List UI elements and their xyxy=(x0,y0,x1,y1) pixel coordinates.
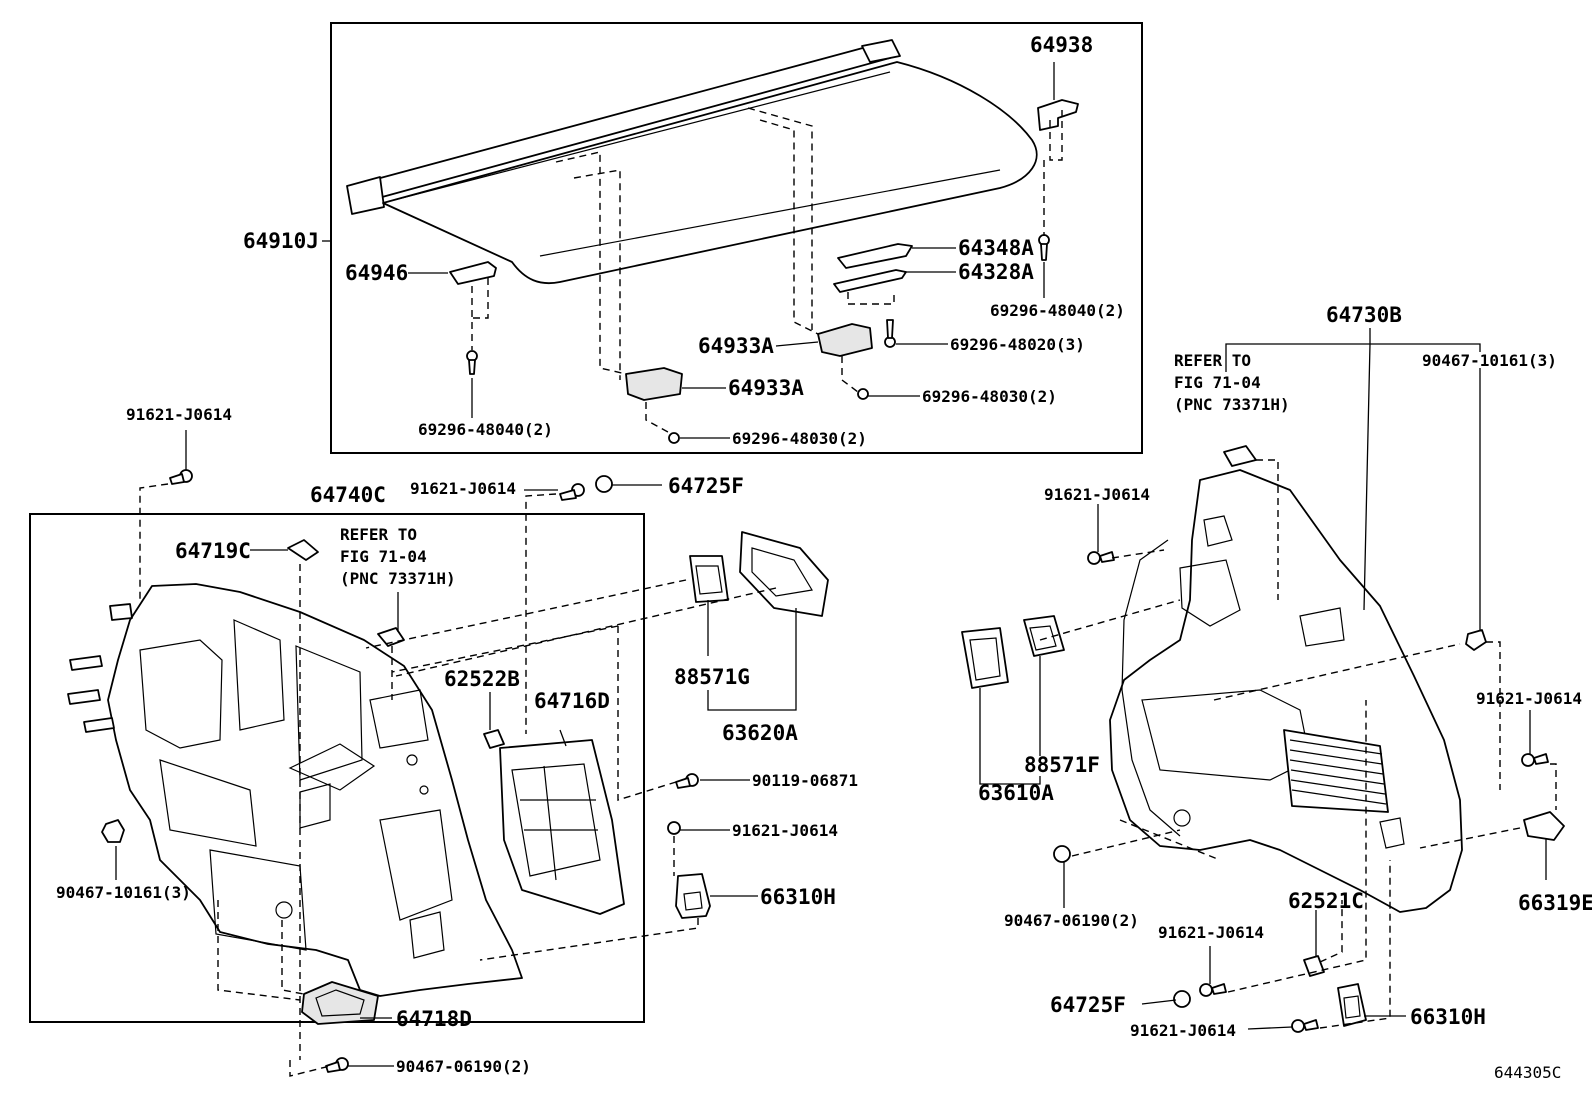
label-91621-J0614-r2: 91621-J0614 xyxy=(1476,689,1582,708)
tonneau-cover-group-frame xyxy=(330,22,1143,454)
label-90467-10161-right: 90467-10161(3) xyxy=(1422,351,1557,370)
lamp-housing-63620A xyxy=(739,531,829,617)
label-62522B: 62522B xyxy=(444,667,520,691)
bracket-64946 xyxy=(449,261,497,285)
holder-64933A-lower xyxy=(625,367,683,401)
clip-icon xyxy=(101,469,699,1073)
label-64725F-bottom: 64725F xyxy=(1050,993,1126,1017)
hook-66310H-left xyxy=(675,873,711,919)
label-63610A: 63610A xyxy=(978,781,1054,805)
clip-icon xyxy=(1053,551,1549,1033)
label-64718D: 64718D xyxy=(396,1007,472,1031)
label-69296-48040-left: 69296-48040(2) xyxy=(418,420,553,439)
label-88571F: 88571F xyxy=(1024,753,1100,777)
label-69296-48030-lower: 69296-48030(2) xyxy=(732,429,867,448)
label-69296-48040-right: 69296-48040(2) xyxy=(990,301,1125,320)
label-64348A: 64348A xyxy=(958,236,1034,260)
label-64740C: 64740C xyxy=(310,483,386,507)
pad-62521C xyxy=(1303,955,1325,977)
label-64910J: 64910J xyxy=(243,229,319,253)
figure-code: 644305C xyxy=(1494,1063,1561,1082)
refer-left-line3: (PNC 73371H) xyxy=(340,569,456,588)
tonneau-cover-64910J xyxy=(346,39,1038,284)
refer-right-line2: FIG 71-04 xyxy=(1174,373,1261,392)
pad-62522B xyxy=(483,729,505,749)
label-64719C: 64719C xyxy=(175,539,251,563)
quarter-trim-panel-64740C xyxy=(67,583,523,997)
label-90119-06871: 90119-06871 xyxy=(752,771,858,790)
hook-64938 xyxy=(1037,99,1079,131)
label-90467-06190-bottomleft: 90467-06190(2) xyxy=(396,1057,531,1076)
label-64938: 64938 xyxy=(1030,33,1093,57)
label-63620A: 63620A xyxy=(722,721,798,745)
refer-right-line1: REFER TO xyxy=(1174,351,1251,370)
label-90467-06190-right: 90467-06190(2) xyxy=(1004,911,1139,930)
label-91621-J0614-r4: 91621-J0614 xyxy=(1130,1021,1236,1040)
cover-64716D xyxy=(499,739,625,915)
holder-64933A-upper xyxy=(817,323,873,357)
hook-66310H-right xyxy=(1337,983,1367,1027)
label-64946: 64946 xyxy=(345,261,408,285)
refer-left-line1: REFER TO xyxy=(340,525,417,544)
strip-64348A xyxy=(837,243,913,269)
bracket-64719C xyxy=(287,539,319,561)
label-64730B: 64730B xyxy=(1326,303,1402,327)
label-66310H-mid: 66310H xyxy=(760,885,836,909)
label-91621-J0614-r1: 91621-J0614 xyxy=(1044,485,1150,504)
label-69296-48030-right: 69296-48030(2) xyxy=(922,387,1057,406)
clip-refer-right xyxy=(1223,445,1257,467)
bracket-66319E xyxy=(1523,811,1565,841)
refer-right-line3: (PNC 73371H) xyxy=(1174,395,1290,414)
label-66319E: 66319E xyxy=(1518,891,1592,915)
refer-left-line2: FIG 71-04 xyxy=(340,547,427,566)
label-64933A-lower: 64933A xyxy=(728,376,804,400)
lamp-88571G xyxy=(689,555,729,603)
label-88571G: 88571G xyxy=(674,665,750,689)
label-64716D: 64716D xyxy=(534,689,610,713)
label-64933A-upper: 64933A xyxy=(698,334,774,358)
label-91621-J0614-r3: 91621-J0614 xyxy=(1158,923,1264,942)
label-62521C: 62521C xyxy=(1288,889,1364,913)
lamp-frame-63610A xyxy=(961,627,1009,689)
label-90467-10161-left: 90467-10161(3) xyxy=(56,883,191,902)
label-69296-48020: 69296-48020(3) xyxy=(950,335,1085,354)
label-66310H-bottom: 66310H xyxy=(1410,1005,1486,1029)
label-64328A: 64328A xyxy=(958,260,1034,284)
label-91621-J0614-topleft: 91621-J0614 xyxy=(126,405,232,424)
quarter-trim-panel-64730B xyxy=(1109,469,1463,913)
plate-64328A xyxy=(833,269,907,293)
lamp-88571F xyxy=(1023,615,1065,657)
cap-64718D xyxy=(301,981,379,1025)
label-91621-J0614-m2: 91621-J0614 xyxy=(732,821,838,840)
label-64725F-top: 64725F xyxy=(668,474,744,498)
label-91621-J0614-mid: 91621-J0614 xyxy=(410,479,516,498)
